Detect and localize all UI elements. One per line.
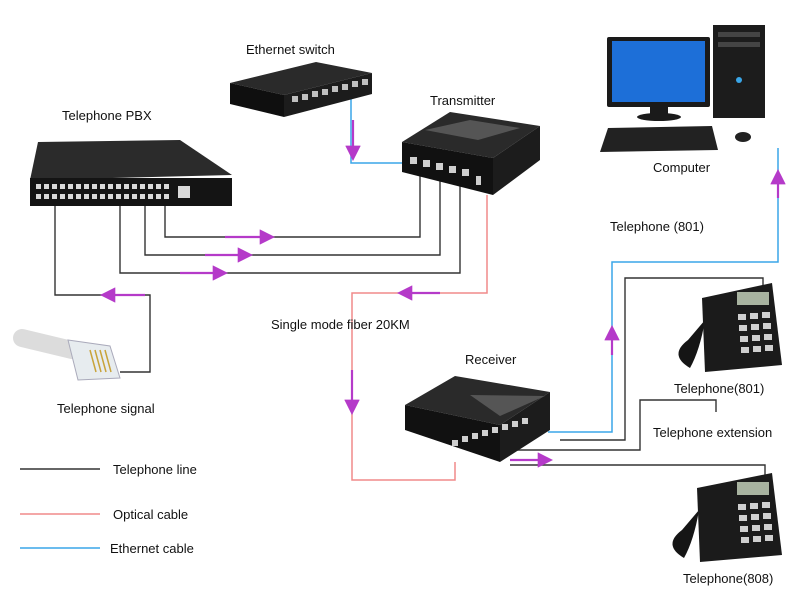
receiver-to-801-line bbox=[560, 277, 764, 441]
legend-label-optical-cable: Optical cable bbox=[113, 507, 189, 522]
transmitter-device bbox=[402, 112, 540, 195]
ethernet-switch-device bbox=[230, 62, 372, 117]
pbx-to-jack-line bbox=[54, 205, 151, 373]
telephone-801-device bbox=[678, 283, 782, 372]
pbx-to-transmitter-line-2 bbox=[144, 175, 441, 256]
computer-device bbox=[600, 25, 765, 152]
legend-label-telephone-line: Telephone line bbox=[113, 462, 197, 477]
telephone-pbx-label: Telephone PBX bbox=[62, 108, 152, 123]
computer-label: Computer bbox=[653, 160, 711, 175]
pbx-to-transmitter-line-1 bbox=[164, 175, 421, 238]
pbx-to-transmitter-line-3 bbox=[119, 175, 461, 274]
telephone-extension-label: Telephone extension bbox=[653, 425, 773, 440]
telephone-801-label: Telephone(801) bbox=[674, 381, 765, 396]
telephone-lines bbox=[54, 175, 766, 478]
receiver-to-808-line bbox=[510, 464, 766, 478]
switch-to-transmitter-ethernet bbox=[350, 92, 410, 164]
receiver-device bbox=[405, 376, 550, 462]
telephone-808-label: Telephone(808) bbox=[683, 571, 774, 586]
ethernet-switch-label: Ethernet switch bbox=[246, 42, 335, 57]
telephone-signal-label: Telephone signal bbox=[57, 401, 155, 416]
receiver-to-computer-ethernet bbox=[548, 148, 779, 433]
telephone-801-top-label: Telephone (801) bbox=[610, 219, 704, 234]
receiver-to-extension-line bbox=[500, 399, 717, 451]
telephone-pbx-device bbox=[30, 140, 232, 206]
legend-label-ethernet-cable: Ethernet cable bbox=[110, 541, 194, 556]
receiver-label: Receiver bbox=[465, 352, 517, 367]
transmitter-label: Transmitter bbox=[430, 93, 496, 108]
signal-arrows bbox=[99, 120, 786, 468]
single-mode-fiber-label: Single mode fiber 20KM bbox=[271, 317, 410, 332]
telephone-808-device bbox=[672, 473, 782, 562]
legend-swatches bbox=[20, 468, 100, 549]
rj11-connector bbox=[13, 329, 121, 381]
ethernet-cables bbox=[350, 92, 779, 433]
